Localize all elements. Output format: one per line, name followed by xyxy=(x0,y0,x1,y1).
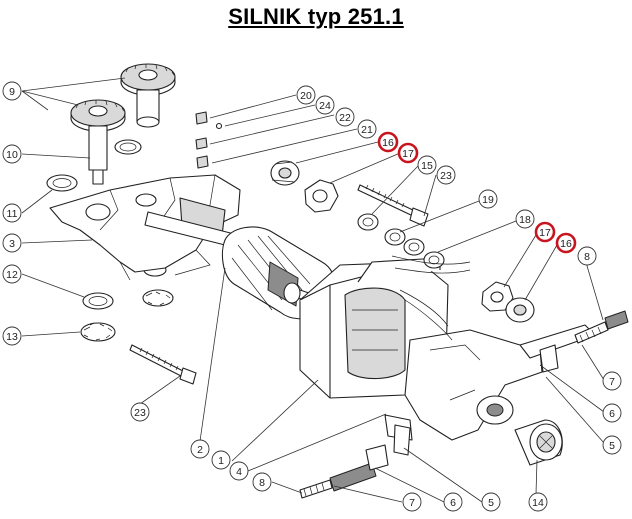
callout-label: 23 xyxy=(134,407,146,419)
callout-label: 24 xyxy=(319,100,331,112)
callout-16-right-highlight: 16 xyxy=(555,232,577,254)
part-gears xyxy=(70,63,176,185)
callout-11: 11 xyxy=(2,203,22,223)
callout-label: 17 xyxy=(539,227,551,239)
callout-label: 15 xyxy=(421,160,433,172)
callout-label: 10 xyxy=(6,149,18,161)
callout-label: 9 xyxy=(9,86,15,98)
callout-15: 15 xyxy=(417,155,437,175)
callout-19: 19 xyxy=(478,189,498,209)
part-gear-housing xyxy=(49,174,241,281)
callout-label: 12 xyxy=(6,269,18,281)
callout-13: 13 xyxy=(2,326,22,346)
callout-label: 16 xyxy=(382,137,394,149)
part-brush-right xyxy=(574,310,629,344)
part-wires xyxy=(391,255,471,341)
callout-23-left: 23 xyxy=(130,402,150,422)
callout-label: 14 xyxy=(532,497,544,509)
callout-label: 17 xyxy=(402,148,414,160)
callout-10: 10 xyxy=(2,144,22,164)
callout-5-right: 5 xyxy=(602,435,622,455)
callout-label: 16 xyxy=(560,238,572,250)
leader-lines xyxy=(21,77,605,503)
callout-label: 20 xyxy=(300,90,312,102)
callout-2: 2 xyxy=(190,439,210,459)
callout-16-upper-highlight: 16 xyxy=(377,131,399,153)
callout-14: 14 xyxy=(528,492,548,512)
callout-7-right: 7 xyxy=(602,371,622,391)
callout-label: 22 xyxy=(339,112,351,124)
callout-label: 2 xyxy=(197,444,203,456)
callout-label: 1 xyxy=(218,455,224,467)
callout-22: 22 xyxy=(335,107,355,127)
callout-label: 5 xyxy=(488,497,494,509)
callout-label: 8 xyxy=(259,477,265,489)
part-bearing-cap xyxy=(514,419,563,466)
callout-21: 21 xyxy=(357,119,377,139)
callout-5-lower: 5 xyxy=(481,492,501,512)
part-small-bits xyxy=(195,111,223,169)
part-screw-left xyxy=(129,344,197,385)
part-washers-right xyxy=(357,213,445,269)
part-screw-upper xyxy=(357,184,429,227)
callout-3: 3 xyxy=(2,233,22,253)
callout-label: 8 xyxy=(584,251,590,263)
callout-label: 7 xyxy=(609,376,615,388)
part-bushing-right xyxy=(481,281,535,323)
callout-17-right-highlight: 17 xyxy=(534,221,556,243)
diagram-title: SILNIK typ 251.1 xyxy=(228,4,404,29)
callout-label: 6 xyxy=(609,408,615,420)
callout-label: 7 xyxy=(409,497,415,509)
callout-24: 24 xyxy=(315,95,335,115)
callout-label: 13 xyxy=(6,331,18,343)
callout-6-right: 6 xyxy=(602,403,622,423)
callout-20: 20 xyxy=(296,85,316,105)
callout-label: 18 xyxy=(519,214,531,226)
callout-7-lower: 7 xyxy=(402,492,422,512)
part-brush-lower xyxy=(299,444,389,499)
callout-12: 12 xyxy=(2,264,22,284)
callout-6-lower: 6 xyxy=(443,492,463,512)
part-bushing-upper xyxy=(270,160,339,213)
callout-4: 4 xyxy=(229,461,249,481)
part-brush-plate xyxy=(384,324,596,456)
callout-label: 6 xyxy=(450,497,456,509)
callout-label: 5 xyxy=(609,440,615,452)
callout-9: 9 xyxy=(2,81,22,101)
callout-label: 19 xyxy=(482,194,494,206)
callout-1: 1 xyxy=(211,450,231,470)
callout-17-upper-highlight: 17 xyxy=(397,142,419,164)
callout-label: 21 xyxy=(361,124,373,136)
callout-23-right: 23 xyxy=(436,165,456,185)
callout-18: 18 xyxy=(515,209,535,229)
callout-label: 11 xyxy=(7,208,18,220)
callout-label: 3 xyxy=(9,238,15,250)
callout-label: 4 xyxy=(236,466,242,478)
callout-8-right: 8 xyxy=(577,246,597,266)
callout-8-lower: 8 xyxy=(252,472,272,492)
callout-label: 23 xyxy=(440,170,452,182)
